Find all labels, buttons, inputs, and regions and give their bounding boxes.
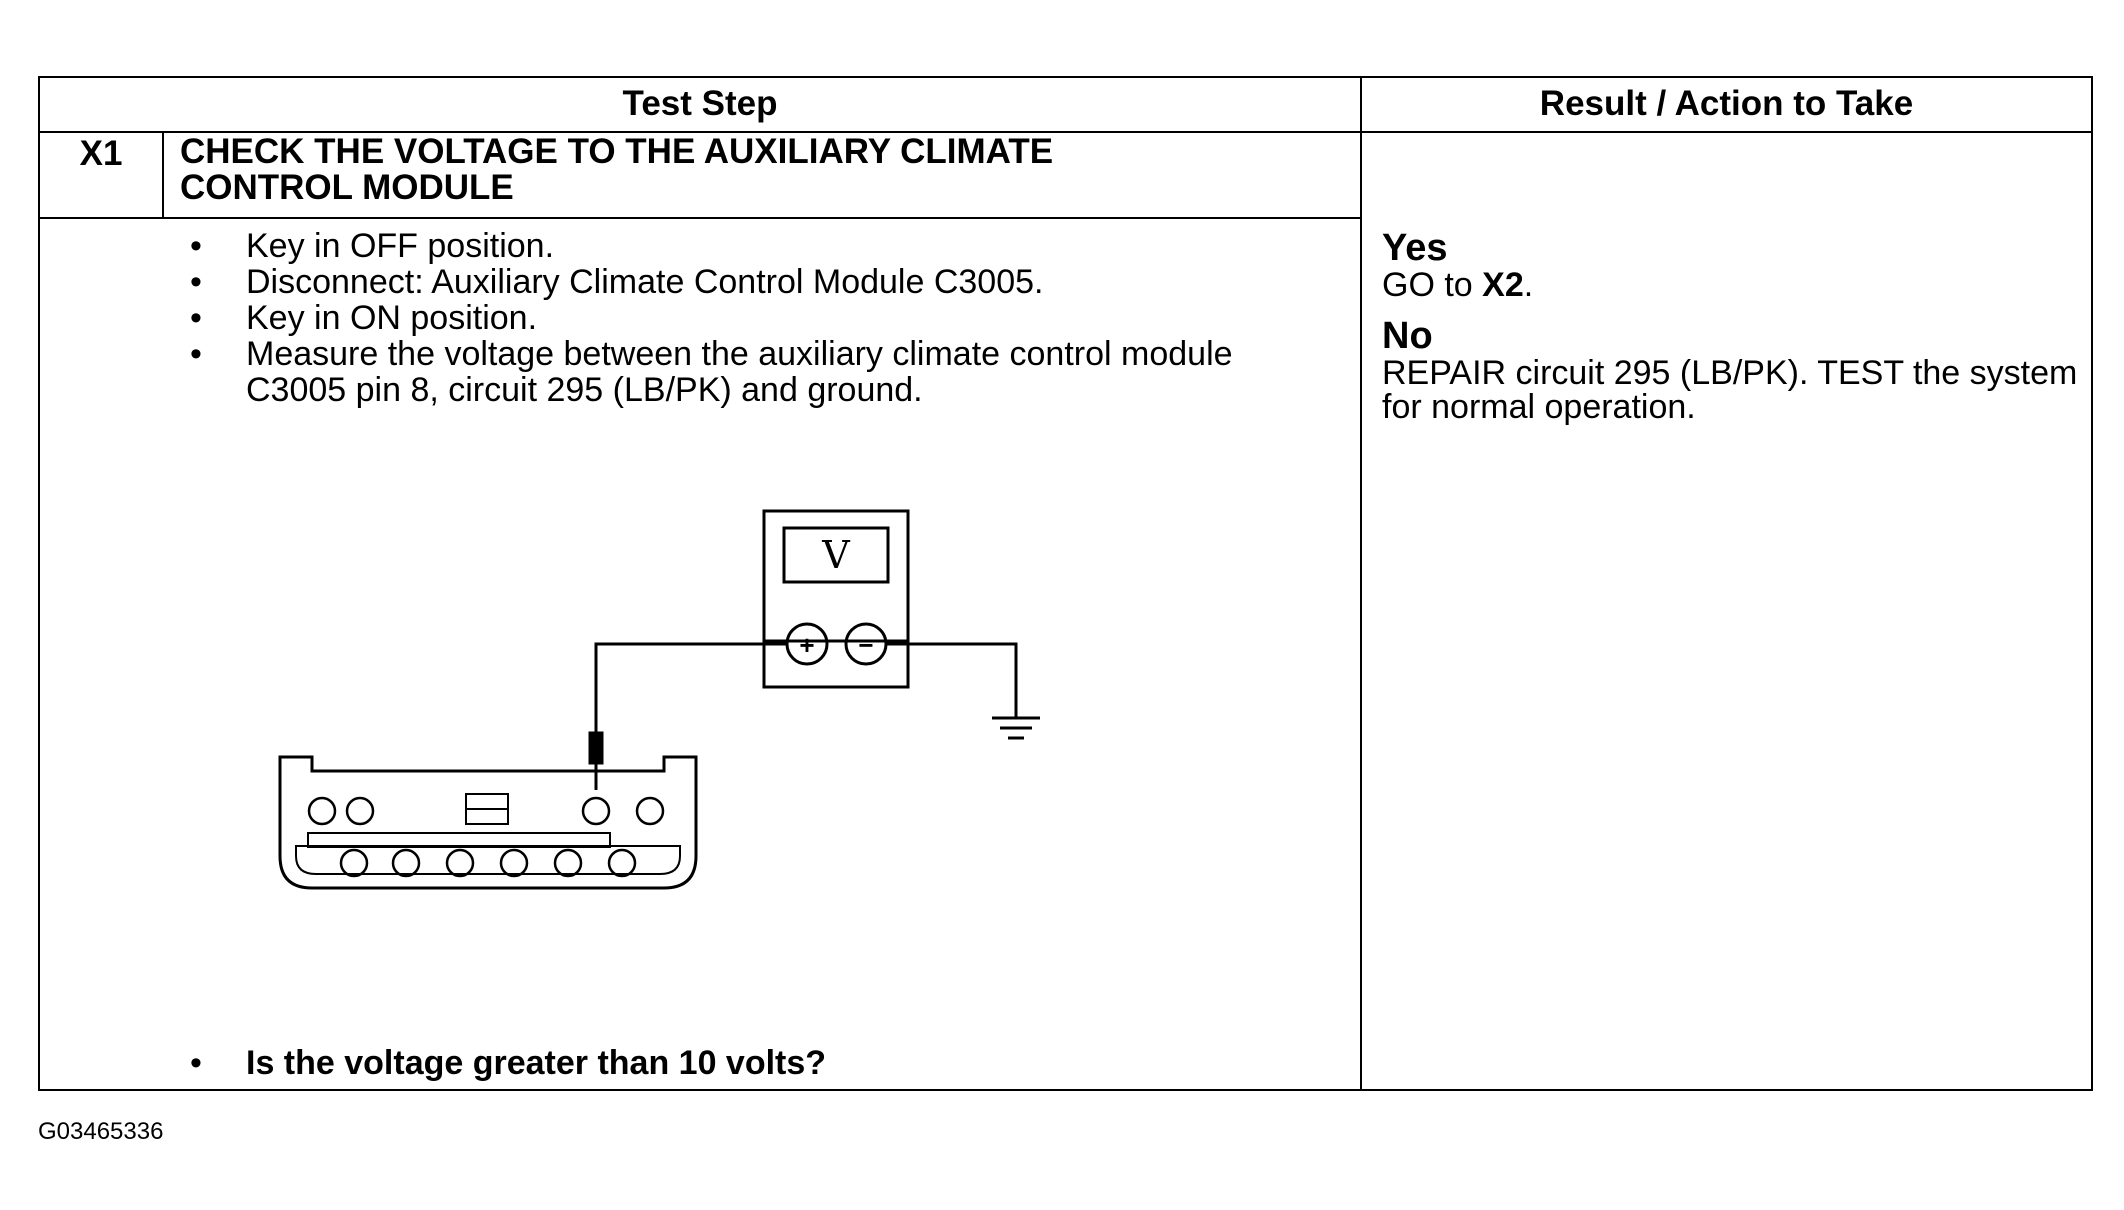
test-step-table: Test Step Result / Action to Take X1 CHE… (38, 76, 2093, 1091)
test-probe-icon (588, 731, 604, 765)
figure-id: G03465336 (38, 1118, 164, 1145)
result-column: Yes GO to X2. No REPAIR circuit 295 (LB/… (1382, 228, 2082, 438)
instruction-item: Key in ON position. (190, 300, 1390, 336)
ground-icon (992, 716, 1040, 740)
instruction-item: Disconnect: Auxiliary Climate Control Mo… (190, 264, 1390, 300)
instruction-item: Measure the voltage between the auxiliar… (190, 336, 1246, 408)
step-title-divider (40, 217, 1360, 219)
header-result-action: Result / Action to Take (1539, 84, 1914, 123)
yes-label: Yes (1382, 227, 1448, 269)
step-question: Is the voltage greater than 10 volts? (190, 1044, 826, 1083)
negative-terminal-symbol: − (858, 630, 873, 660)
step-id-divider (162, 131, 164, 217)
yes-action-prefix: GO to (1382, 266, 1483, 304)
positive-lead-wire (594, 642, 787, 733)
voltmeter-display (782, 526, 890, 584)
no-action: REPAIR circuit 295 (LB/PK). TEST the sys… (1382, 354, 2078, 426)
voltmeter-symbol: V (821, 533, 850, 577)
positive-terminal-symbol: + (799, 630, 814, 660)
connector-bottom-pins (339, 848, 637, 878)
voltage-measurement-diagram: V + − (278, 509, 1040, 890)
no-label: No (1382, 315, 1433, 357)
result-yes: Yes GO to X2. (1382, 228, 2082, 302)
connector-inner-outline (295, 845, 681, 875)
yes-action-suffix: . (1523, 266, 1534, 304)
result-no: No REPAIR circuit 295 (LB/PK). TEST the … (1382, 316, 2082, 424)
header-divider (40, 131, 2091, 133)
instruction-item: Key in OFF position. (190, 228, 1390, 264)
negative-lead-wire (886, 642, 1018, 718)
step-title: CHECK THE VOLTAGE TO THE AUXILIARY CLIMA… (180, 132, 1054, 207)
step-instructions: Key in OFF position. Disconnect: Auxilia… (190, 228, 1390, 408)
connector-c3005-outline (278, 755, 698, 890)
connector-keyway (307, 832, 611, 848)
step-id: X1 (79, 134, 123, 173)
connector-top-pins (307, 796, 665, 826)
yes-action: GO to X2. (1382, 268, 2082, 302)
voltmeter-body (762, 509, 910, 689)
yes-action-target: X2 (1482, 266, 1524, 304)
column-divider (1360, 78, 1362, 1089)
header-test-step: Test Step (622, 84, 778, 123)
